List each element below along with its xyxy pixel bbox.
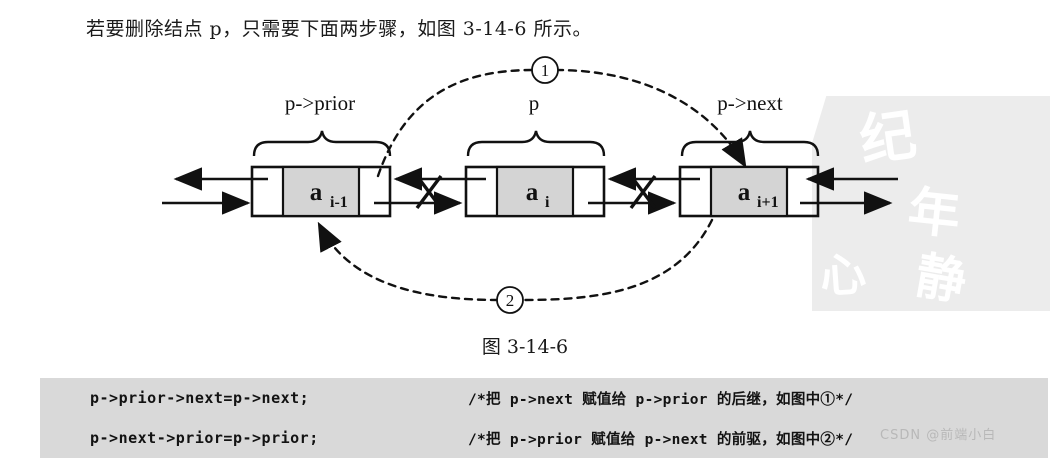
node-data-2: a bbox=[526, 179, 539, 206]
figure-caption: 图 3-14-6 bbox=[481, 336, 569, 358]
linked-list-deletion-diagram: p->prior p p->next a i-1 a i bbox=[0, 48, 1050, 348]
pointer-label-next: p->next bbox=[717, 91, 783, 115]
step-2-number: 2 bbox=[506, 291, 515, 310]
list-node-1: a i-1 bbox=[250, 165, 392, 218]
step-1-arc: 1 bbox=[376, 56, 747, 178]
code-row: p->prior->next=p->next; /*把 p->next 赋值给 … bbox=[40, 378, 1048, 418]
brace-prior bbox=[252, 130, 392, 157]
node-subscript-2: i bbox=[545, 194, 550, 211]
broken-link-1 bbox=[374, 167, 486, 215]
code-listing: p->prior->next=p->next; /*把 p->next 赋值给 … bbox=[40, 378, 1048, 458]
pointer-label-prior: p->prior bbox=[285, 91, 355, 115]
code-comment: /*把 p->next 赋值给 p->prior 的后继，如图中①*/ bbox=[468, 391, 854, 408]
node-data-1: a bbox=[310, 179, 323, 206]
code-statement: p->prior->next=p->next; bbox=[90, 389, 310, 407]
step-2-arc: 2 bbox=[317, 218, 714, 314]
step-2-circle bbox=[496, 286, 524, 314]
right-boundary-links bbox=[800, 167, 898, 215]
list-node-3: a i+1 bbox=[678, 165, 820, 218]
node-subscript-1: i-1 bbox=[330, 194, 348, 211]
broken-link-2 bbox=[588, 167, 700, 215]
cross-out-mark-1 bbox=[415, 174, 443, 210]
step-1-circle bbox=[531, 56, 559, 84]
brace-next bbox=[680, 130, 820, 157]
code-row: p->next->prior=p->prior; /*把 p->prior 赋值… bbox=[40, 418, 1048, 458]
step-1-number: 1 bbox=[541, 61, 550, 80]
code-statement: p->next->prior=p->prior; bbox=[90, 429, 319, 447]
node-subscript-3: i+1 bbox=[757, 194, 779, 211]
intro-paragraph: 若要删除结点 p，只需要下面两步骤，如图 3-14-6 所示。 bbox=[86, 18, 592, 40]
code-comment: /*把 p->prior 赋值给 p->next 的前驱，如图中②*/ bbox=[468, 431, 854, 448]
brace-p bbox=[466, 130, 606, 157]
cross-out-mark-2 bbox=[629, 174, 657, 210]
list-node-2: a i bbox=[464, 165, 606, 218]
pointer-label-p: p bbox=[529, 91, 540, 115]
node-data-3: a bbox=[738, 179, 751, 206]
left-boundary-links bbox=[162, 167, 268, 215]
